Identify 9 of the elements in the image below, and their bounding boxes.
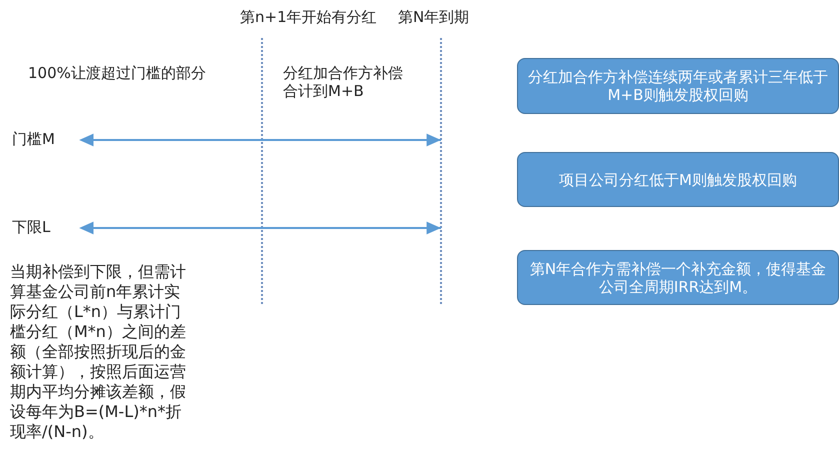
level-label: 门槛M xyxy=(12,130,72,150)
timeline-label: 第N年到期 xyxy=(398,8,470,26)
zone-label: 分红加合作方补偿合计到M+B xyxy=(283,64,404,100)
zone-label: 100%让渡超过门槛的部分 xyxy=(28,64,207,82)
double-arrow xyxy=(79,134,441,146)
double-arrow xyxy=(79,222,441,234)
timeline-label: 第n+1年开始有分红 xyxy=(240,8,378,26)
level-label: 下限L xyxy=(12,218,72,238)
note-text: 当期补偿到下限，但需计算基金公司前n年累计实际分红（L*n）与累计门槛分红（M*n）之间的差额（全部按照折现后的金额计算），按照后面运营期内平均分摊该差额，假设每年为B=(M-L)*n*折现率/(N-n)。 xyxy=(10,262,187,442)
